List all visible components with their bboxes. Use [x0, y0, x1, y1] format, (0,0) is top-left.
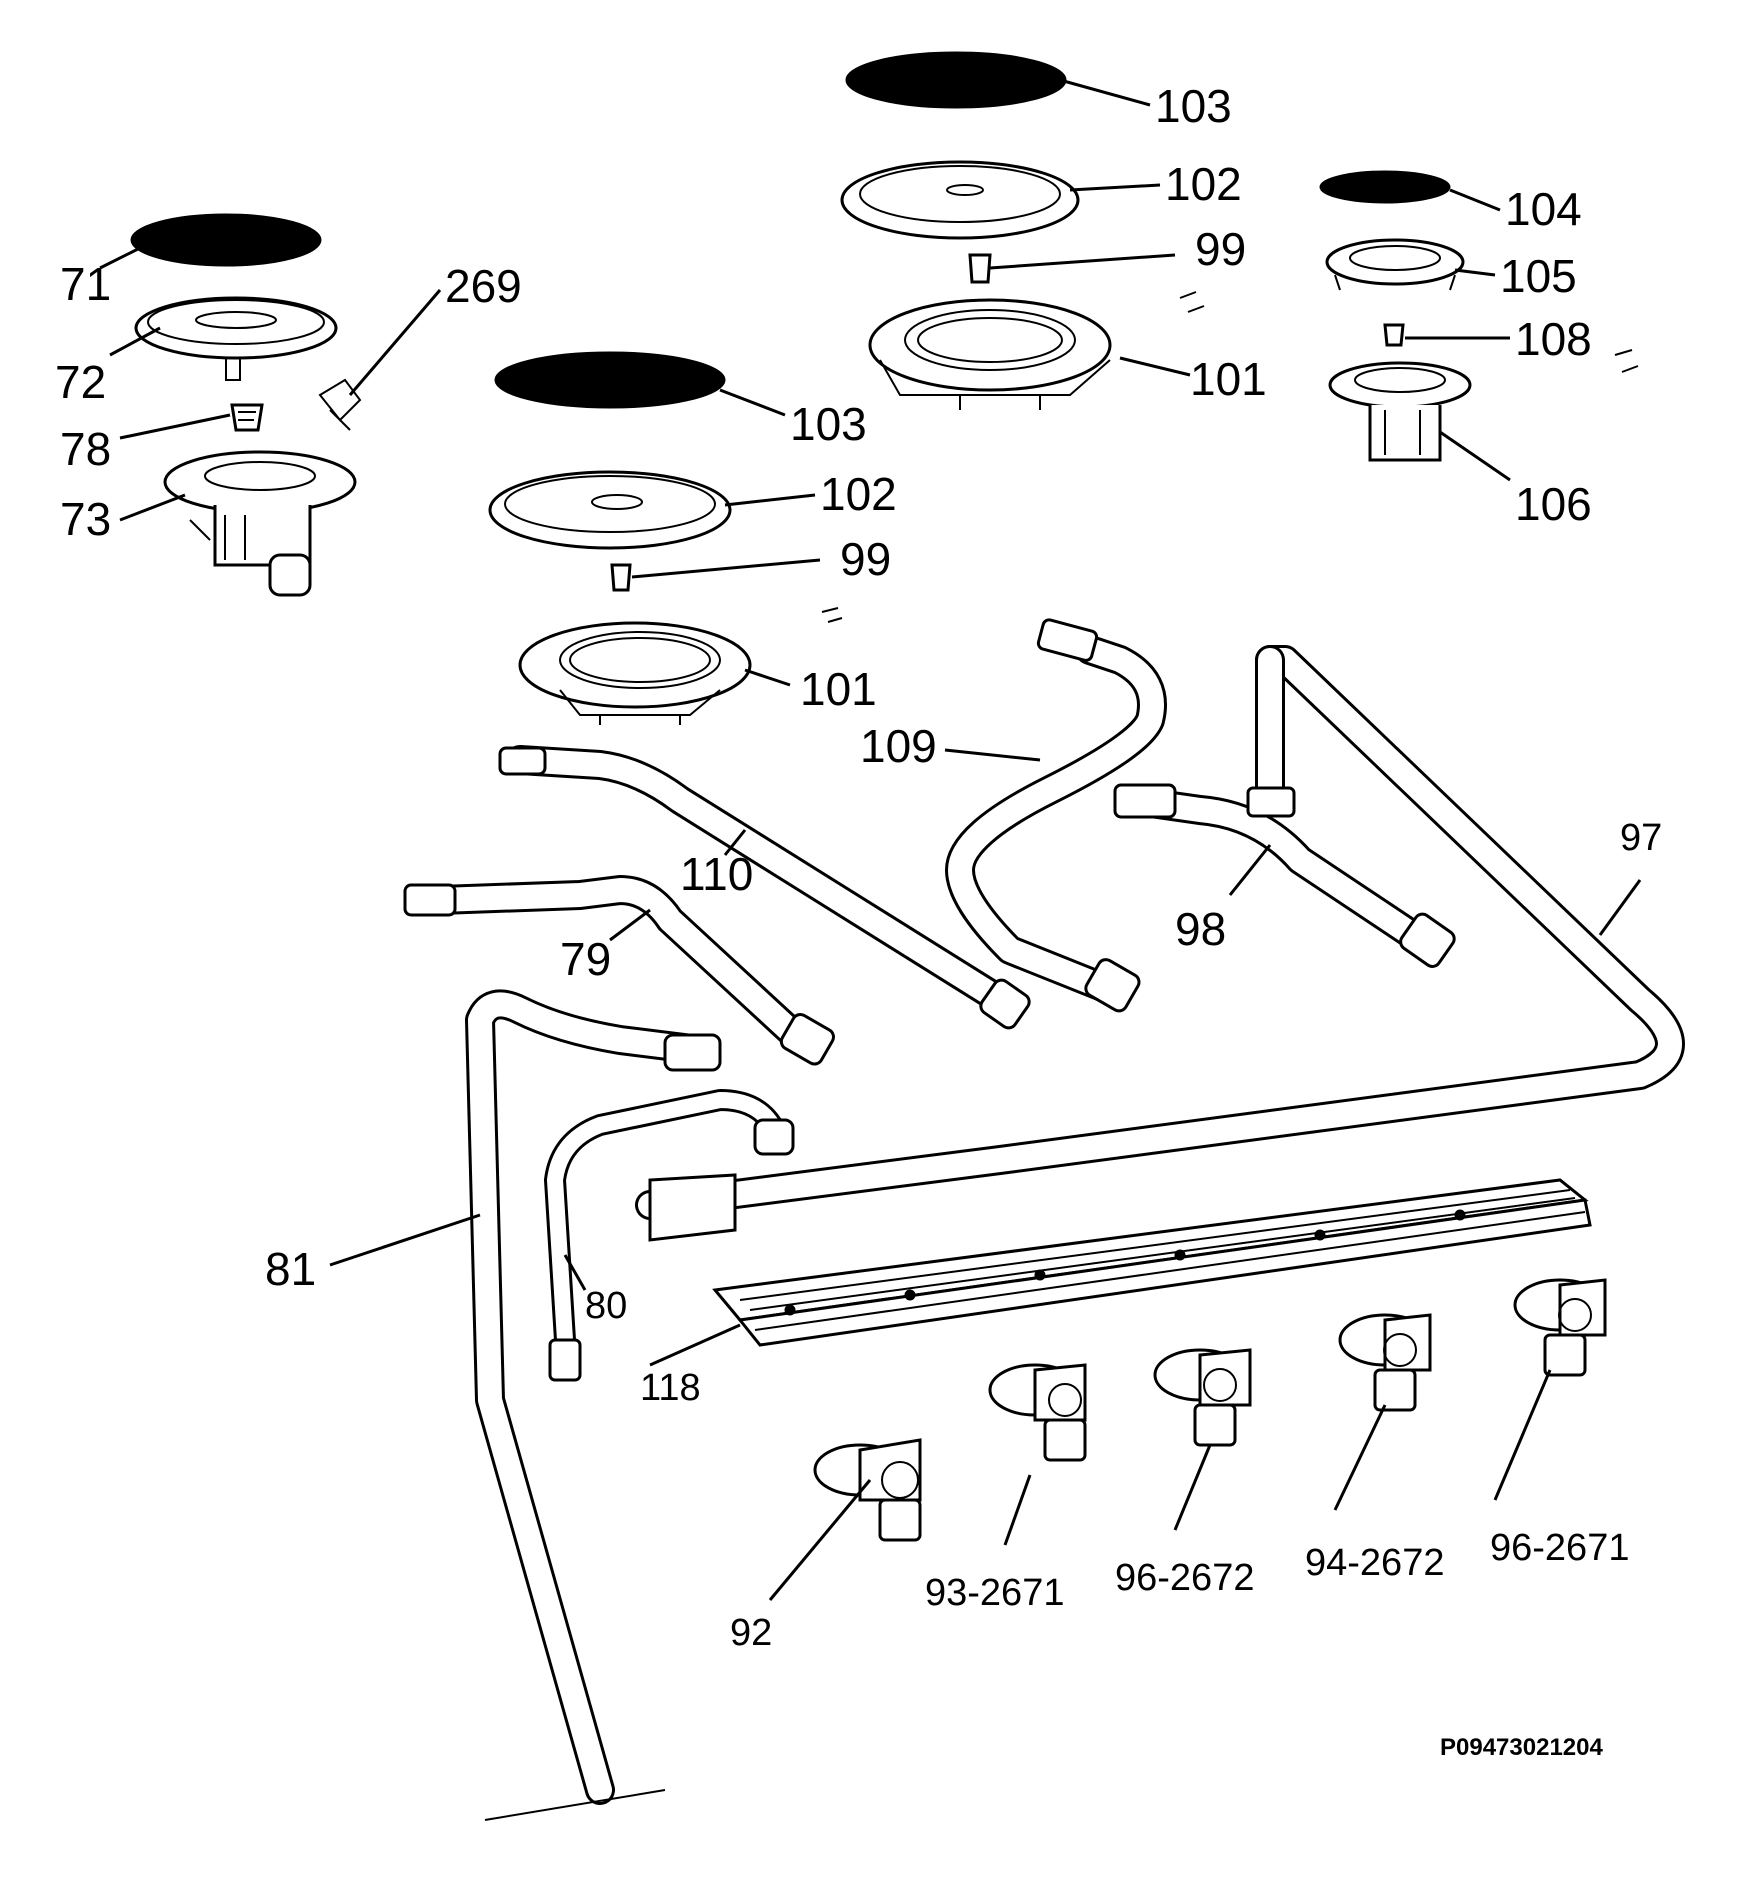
label-99-lower: 99: [840, 533, 891, 585]
label-98: 98: [1175, 903, 1226, 955]
label-269: 269: [445, 260, 522, 312]
injector-108: [1383, 323, 1405, 347]
label-103-upper: 103: [1155, 80, 1232, 132]
burner-crown-102-upper: [840, 160, 1080, 240]
gas-pipe-97: [635, 645, 1685, 1242]
gas-pipe-79: [403, 875, 835, 1066]
gas-pipe-110: [498, 745, 1031, 1030]
burner-base-101-upper: [868, 298, 1112, 410]
clip-marker-right: [1614, 349, 1639, 373]
label-78: 78: [60, 423, 111, 475]
label-101-lower: 101: [800, 663, 877, 715]
burner-cap-104: [1319, 170, 1451, 204]
label-96-2672: 96-2672: [1115, 1557, 1254, 1599]
valve-96-2672: [1153, 1348, 1252, 1447]
burner-assembly-left: [130, 213, 362, 597]
valve-96-2671: [1513, 1278, 1607, 1377]
clip-marker-middle: [821, 607, 843, 623]
label-97: 97: [1620, 817, 1662, 859]
label-108: 108: [1515, 313, 1592, 365]
label-94-2672: 94-2672: [1305, 1542, 1444, 1584]
label-92: 92: [730, 1612, 772, 1654]
label-105: 105: [1500, 250, 1577, 302]
valve-92: [813, 1438, 922, 1542]
burner-cap-71: [130, 213, 322, 267]
injector-99-upper: [968, 253, 992, 284]
clip-marker-top: [1179, 291, 1205, 313]
label-109: 109: [860, 720, 937, 772]
manifold-rail-118: [712, 1178, 1592, 1347]
burner-crown-105: [1325, 238, 1465, 291]
label-118: 118: [640, 1367, 701, 1409]
valve-94-2672: [1338, 1313, 1432, 1412]
label-96-2671: 96-2671: [1490, 1527, 1629, 1569]
bracket-269: [318, 378, 362, 431]
label-102-lower: 102: [820, 468, 897, 520]
reference-code: P09473021204: [1440, 1734, 1603, 1761]
label-104: 104: [1505, 183, 1582, 235]
label-103-lower: 103: [790, 398, 867, 450]
injector-99-lower: [610, 563, 632, 592]
label-110: 110: [680, 848, 753, 900]
gas-pipe-81: [465, 989, 722, 1821]
burner-crown-72: [134, 296, 338, 381]
label-73: 73: [60, 493, 111, 545]
label-79: 79: [560, 933, 611, 985]
label-81: 81: [265, 1243, 316, 1295]
burner-assembly-top: [840, 51, 1205, 410]
label-101-upper: 101: [1190, 353, 1267, 405]
burner-base-101-lower: [518, 621, 752, 725]
label-106: 106: [1515, 478, 1592, 530]
label-71: 71: [60, 258, 111, 310]
injector-78: [230, 403, 264, 432]
burner-crown-102-lower: [488, 470, 732, 550]
gas-pipe-109: [945, 618, 1167, 1013]
burner-body-73: [163, 450, 357, 597]
label-80: 80: [585, 1285, 627, 1327]
burner-cap-103-upper: [845, 51, 1067, 109]
burner-body-106: [1328, 361, 1472, 462]
burner-assembly-middle: [488, 351, 843, 725]
label-99-upper: 99: [1195, 223, 1246, 275]
valve-93-2671: [988, 1363, 1087, 1462]
gas-pipe-80: [544, 1089, 795, 1382]
label-102-upper: 102: [1165, 158, 1242, 210]
burner-cap-103-lower: [494, 351, 726, 409]
label-93-2671: 93-2671: [925, 1572, 1064, 1614]
leader-lines: [99, 78, 1642, 1601]
part-labels: 71 72 78 73 269 103 102 99 101 103 102 9…: [55, 80, 1662, 1761]
burner-assembly-right: [1319, 170, 1639, 462]
label-72: 72: [55, 356, 106, 408]
gas-pipe-98: [1113, 783, 1456, 968]
